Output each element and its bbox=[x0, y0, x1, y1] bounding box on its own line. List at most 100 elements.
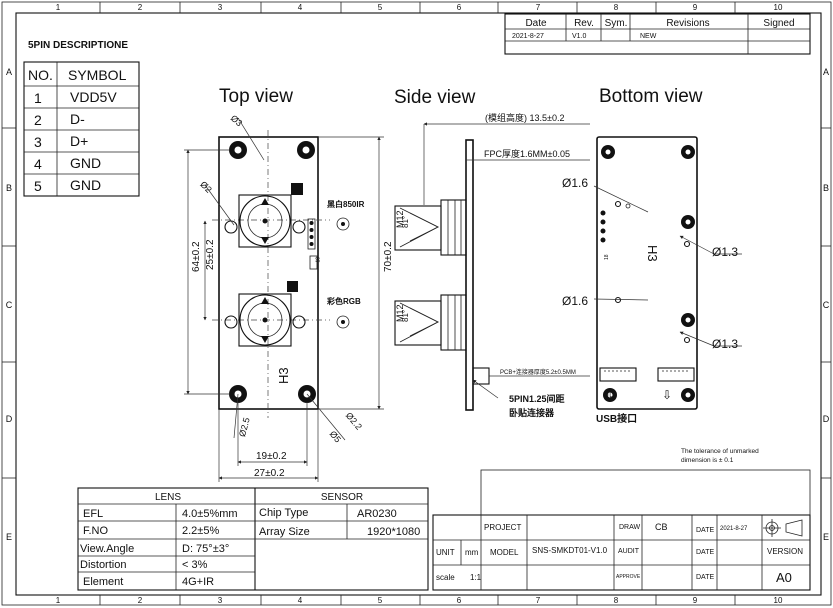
pin-symbol: D+ bbox=[70, 133, 88, 149]
dim-d16a: Ø1.6 bbox=[562, 176, 588, 190]
connector-pads-icon bbox=[307, 218, 316, 250]
tb-date-3: DATE bbox=[696, 574, 714, 581]
rev-header-sym: Sym. bbox=[605, 18, 628, 29]
mount-hole-icon bbox=[297, 141, 315, 159]
marking-box bbox=[309, 255, 318, 270]
tolerance-note-1: The tolerance of unmarked bbox=[681, 448, 759, 455]
dim-d3: Ø3 bbox=[229, 113, 245, 128]
dim-d2: Ø2 bbox=[198, 179, 214, 195]
col-label: 6 bbox=[457, 596, 462, 605]
label-color-camera: 彩色RGB bbox=[326, 296, 361, 306]
col-label: 1 bbox=[56, 596, 61, 605]
col-label: 9 bbox=[693, 596, 698, 605]
mount-hole-icon bbox=[681, 313, 695, 327]
col-label: 2 bbox=[138, 596, 143, 605]
tb-audit: AUDIT bbox=[618, 548, 640, 555]
col-label: 2 bbox=[138, 3, 143, 12]
row-label: A bbox=[6, 67, 12, 77]
tolerance-note-2: dimension is ± 0.1 bbox=[681, 457, 734, 464]
leader-line bbox=[593, 298, 649, 301]
tb-draw: DRAW bbox=[619, 524, 641, 531]
tb-scale-value: 1:1 bbox=[470, 573, 482, 582]
row-label: E bbox=[823, 532, 829, 542]
pin-no: 3 bbox=[34, 134, 42, 150]
tb-date-1: DATE bbox=[696, 527, 714, 534]
lens-value: < 3% bbox=[182, 559, 208, 571]
dim-d25: Ø2.5 bbox=[237, 416, 252, 437]
col-label: 3 bbox=[218, 596, 223, 605]
usb-connector-icon bbox=[599, 367, 695, 382]
col-label: 5 bbox=[378, 596, 383, 605]
row-label: A bbox=[823, 67, 829, 77]
lens-value: 4.0±5%mm bbox=[182, 508, 238, 520]
row-zone-dividers bbox=[2, 127, 831, 479]
tb-date-2: DATE bbox=[696, 549, 714, 556]
dim-d13b: Ø1.3 bbox=[712, 337, 738, 351]
tb-unit: UNIT bbox=[436, 548, 455, 557]
tb-scale: scale bbox=[436, 573, 455, 582]
col-label: 9 bbox=[693, 3, 698, 12]
lens-side-icon bbox=[394, 294, 467, 351]
leader-line bbox=[204, 184, 235, 226]
lens-sensor-table bbox=[77, 487, 429, 591]
tb-approve: APPROVE bbox=[616, 574, 641, 580]
row-label: B bbox=[823, 183, 829, 193]
tb-unit-value: mm bbox=[465, 548, 479, 557]
col-label: 7 bbox=[536, 3, 541, 12]
row-label: D bbox=[6, 414, 13, 424]
col-label: 1 bbox=[56, 3, 61, 12]
row-label: E bbox=[6, 532, 12, 542]
pin-table bbox=[23, 61, 140, 197]
mount-hole-icon bbox=[681, 215, 695, 229]
col-label: 6 bbox=[457, 3, 462, 12]
lens-value: 2.2±5% bbox=[182, 525, 219, 537]
usb-label: USB接口 bbox=[596, 412, 637, 425]
leader-line bbox=[306, 393, 346, 441]
dim-25: 25±0.2 bbox=[205, 239, 216, 270]
title-block bbox=[432, 469, 811, 591]
tb-model: MODEL bbox=[490, 548, 519, 557]
dim-64: 64±0.2 bbox=[191, 241, 202, 272]
leader-line bbox=[593, 185, 649, 213]
lens-table-title: LENS bbox=[155, 492, 181, 503]
lens-value: D: 75°±3° bbox=[182, 543, 229, 555]
pin-no: 4 bbox=[34, 156, 42, 172]
rev-header-signed: Signed bbox=[763, 18, 794, 29]
leader-line bbox=[233, 393, 239, 439]
col-label: 10 bbox=[774, 596, 783, 605]
lens-label: Distortion bbox=[80, 559, 126, 571]
sensor-label: Chip Type bbox=[259, 507, 308, 519]
col-label: 3 bbox=[218, 3, 223, 12]
small-hole-icon bbox=[614, 200, 691, 344]
side-m12-b: M12 bbox=[395, 304, 405, 322]
dim-19: 19±0.2 bbox=[256, 451, 287, 462]
pin-table-title: 5PIN DESCRIPTIONE bbox=[28, 40, 128, 51]
row-label: D bbox=[823, 414, 830, 424]
mount-hole-icon bbox=[601, 145, 615, 159]
dim-d16b: Ø1.6 bbox=[562, 294, 588, 308]
sensor-chip-icon bbox=[336, 217, 350, 329]
pin-table-header-symbol: SYMBOL bbox=[68, 67, 127, 83]
col-label: 5 bbox=[378, 3, 383, 12]
rev-version: V1.0 bbox=[572, 33, 587, 40]
pin-symbol: D- bbox=[70, 111, 85, 127]
sensor-value: AR0230 bbox=[357, 508, 397, 520]
connector-desc-1: 5PIN1.25间距 bbox=[509, 393, 565, 404]
tb-project: PROJECT bbox=[484, 523, 521, 532]
sensor-value: 1920*1080 bbox=[367, 526, 420, 538]
top-pin-mark: 18 bbox=[316, 257, 322, 263]
lens-value: 4G+IR bbox=[182, 576, 214, 588]
sensor-table-title: SENSOR bbox=[321, 492, 363, 503]
bottom-h3-label: H3 bbox=[645, 245, 660, 262]
side-m12-a: M12 bbox=[395, 210, 405, 228]
tb-model-value: SNS-SMKDT01-V1.0 bbox=[532, 546, 608, 555]
mount-hole-icon bbox=[681, 388, 695, 402]
top-view-title: Top view bbox=[219, 86, 293, 107]
label-bw-camera: 黑白850IR bbox=[327, 199, 365, 209]
pin-no: 1 bbox=[34, 90, 42, 106]
col-label: 8 bbox=[614, 596, 619, 605]
bottom-view-title: Bottom view bbox=[599, 86, 703, 107]
inner-frame bbox=[15, 12, 822, 596]
